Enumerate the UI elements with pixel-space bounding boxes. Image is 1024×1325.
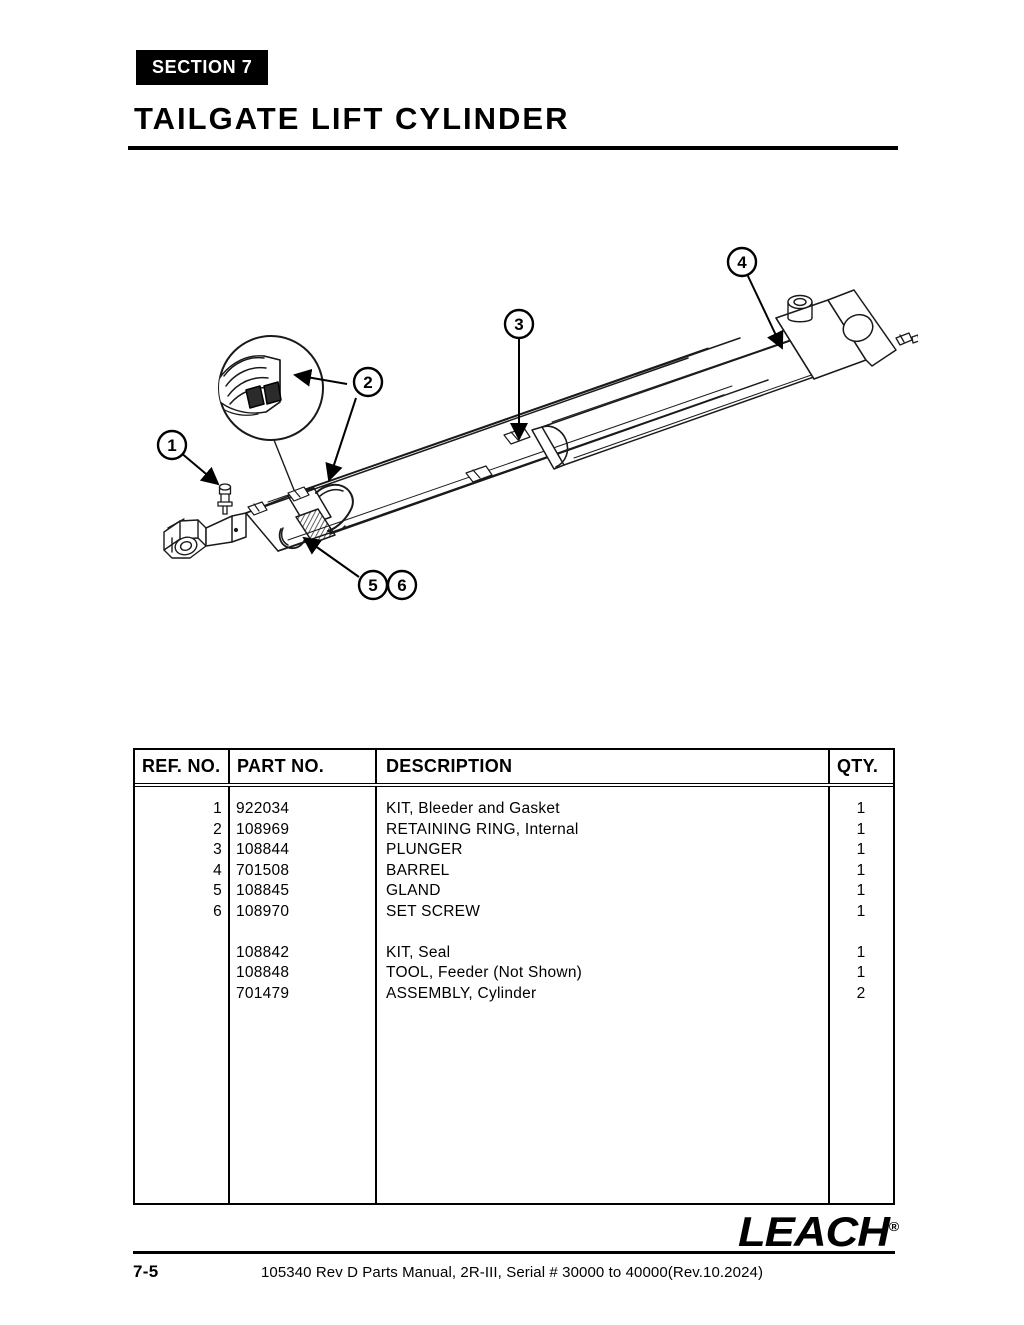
cell-qty: 1 — [856, 841, 866, 858]
page-title: TAILGATE LIFT CYLINDER — [134, 101, 570, 136]
table-row: 6 108970 SET SCREW 1 — [135, 903, 893, 924]
svg-text:5: 5 — [368, 576, 377, 595]
cell-part: 108842 — [236, 943, 290, 961]
callout-6: 6 — [386, 569, 418, 601]
table-row: 108848 TOOL, Feeder (Not Shown) 1 — [135, 964, 893, 985]
cell-part: 108848 — [236, 964, 290, 981]
cell-description: SET SCREW — [386, 902, 481, 920]
cell-qty: 1 — [856, 902, 866, 920]
footer-divider — [133, 1251, 895, 1254]
callout-2: 2 — [352, 366, 384, 398]
callout-4: 4 — [726, 246, 758, 278]
cell-qty: 2 — [856, 984, 866, 1002]
cell-ref: 6 — [213, 902, 222, 920]
callout-1: 1 — [156, 429, 188, 461]
svg-text:1: 1 — [167, 436, 176, 455]
table-row: 3 108844 PLUNGER 1 — [135, 841, 893, 862]
column-divider-part — [375, 750, 377, 783]
cell-part: 701508 — [236, 861, 290, 879]
column-header-qty: QTY. — [837, 756, 879, 776]
column-header-description: DESCRIPTION — [386, 756, 513, 776]
parts-table: REF. NO. PART NO. DESCRIPTION QTY. 1 922… — [133, 748, 895, 1205]
cell-ref: 4 — [213, 861, 222, 879]
callout-5: 5 — [357, 569, 389, 601]
cell-description: RETAINING RING, Internal — [386, 820, 579, 838]
cell-description: GLAND — [386, 882, 441, 899]
svg-text:4: 4 — [737, 253, 747, 272]
column-divider-qty — [828, 750, 830, 783]
body-divider-ref — [228, 787, 230, 1203]
cell-part: 108969 — [236, 820, 290, 838]
page-number: 7-5 — [133, 1262, 159, 1281]
document-reference-line: 105340 Rev D Parts Manual, 2R-III, Seria… — [260, 1264, 764, 1281]
cell-ref: 2 — [213, 820, 222, 838]
table-body: 1 922034 KIT, Bleeder and Gasket 1 2 108… — [135, 787, 893, 1203]
cell-description: PLUNGER — [386, 841, 463, 858]
cell-part: 108844 — [236, 841, 290, 858]
column-header-ref: REF. NO. — [142, 756, 221, 776]
table-row: 1 922034 KIT, Bleeder and Gasket 1 — [135, 800, 893, 821]
cell-qty: 1 — [856, 861, 866, 879]
table-row: 108842 KIT, Seal 1 — [135, 944, 893, 965]
cell-ref: 1 — [213, 800, 222, 817]
column-divider-ref — [228, 750, 230, 783]
section-badge: SECTION 7 — [136, 50, 269, 85]
cell-qty: 1 — [856, 964, 866, 981]
table-row: 5 108845 GLAND 1 — [135, 882, 893, 903]
cell-qty: 1 — [856, 820, 866, 838]
cylinder-assembly-illustration: 1 2 3 4 5 — [128, 190, 918, 650]
cell-part: 108970 — [236, 902, 290, 920]
cell-description: BARREL — [386, 861, 450, 879]
cell-ref: 5 — [213, 882, 222, 899]
registered-trademark-icon: ® — [888, 1219, 899, 1234]
body-divider-part — [375, 787, 377, 1203]
table-row: 701479 ASSEMBLY, Cylinder 2 — [135, 985, 893, 1006]
cell-description: KIT, Seal — [386, 943, 451, 961]
cell-description: KIT, Bleeder and Gasket — [386, 800, 560, 817]
cell-part: 922034 — [236, 800, 290, 817]
leach-logo: LEACH® — [738, 1211, 899, 1253]
cell-part: 108845 — [236, 882, 290, 899]
callout-3: 3 — [503, 308, 535, 340]
cell-part: 701479 — [236, 984, 290, 1002]
header-separator — [135, 783, 893, 787]
cell-qty: 1 — [856, 943, 866, 961]
cell-ref: 3 — [213, 841, 222, 858]
table-header-row: REF. NO. PART NO. DESCRIPTION QTY. — [135, 750, 893, 783]
table-row-spacer — [135, 923, 893, 944]
svg-text:3: 3 — [514, 315, 523, 334]
callout-balloons: 1 2 3 4 5 — [156, 246, 758, 601]
leach-wordmark: LEACH — [737, 1208, 890, 1255]
table-row: 2 108969 RETAINING RING, Internal 1 — [135, 821, 893, 842]
cell-qty: 1 — [856, 882, 866, 899]
title-divider — [128, 146, 898, 150]
cell-qty: 1 — [856, 800, 866, 817]
svg-text:2: 2 — [363, 373, 372, 392]
cell-description: TOOL, Feeder (Not Shown) — [386, 964, 583, 981]
body-divider-qty — [828, 787, 830, 1203]
svg-text:6: 6 — [397, 576, 406, 595]
table-row: 4 701508 BARREL 1 — [135, 862, 893, 883]
cell-description: ASSEMBLY, Cylinder — [386, 984, 537, 1002]
column-header-part: PART NO. — [237, 756, 325, 776]
